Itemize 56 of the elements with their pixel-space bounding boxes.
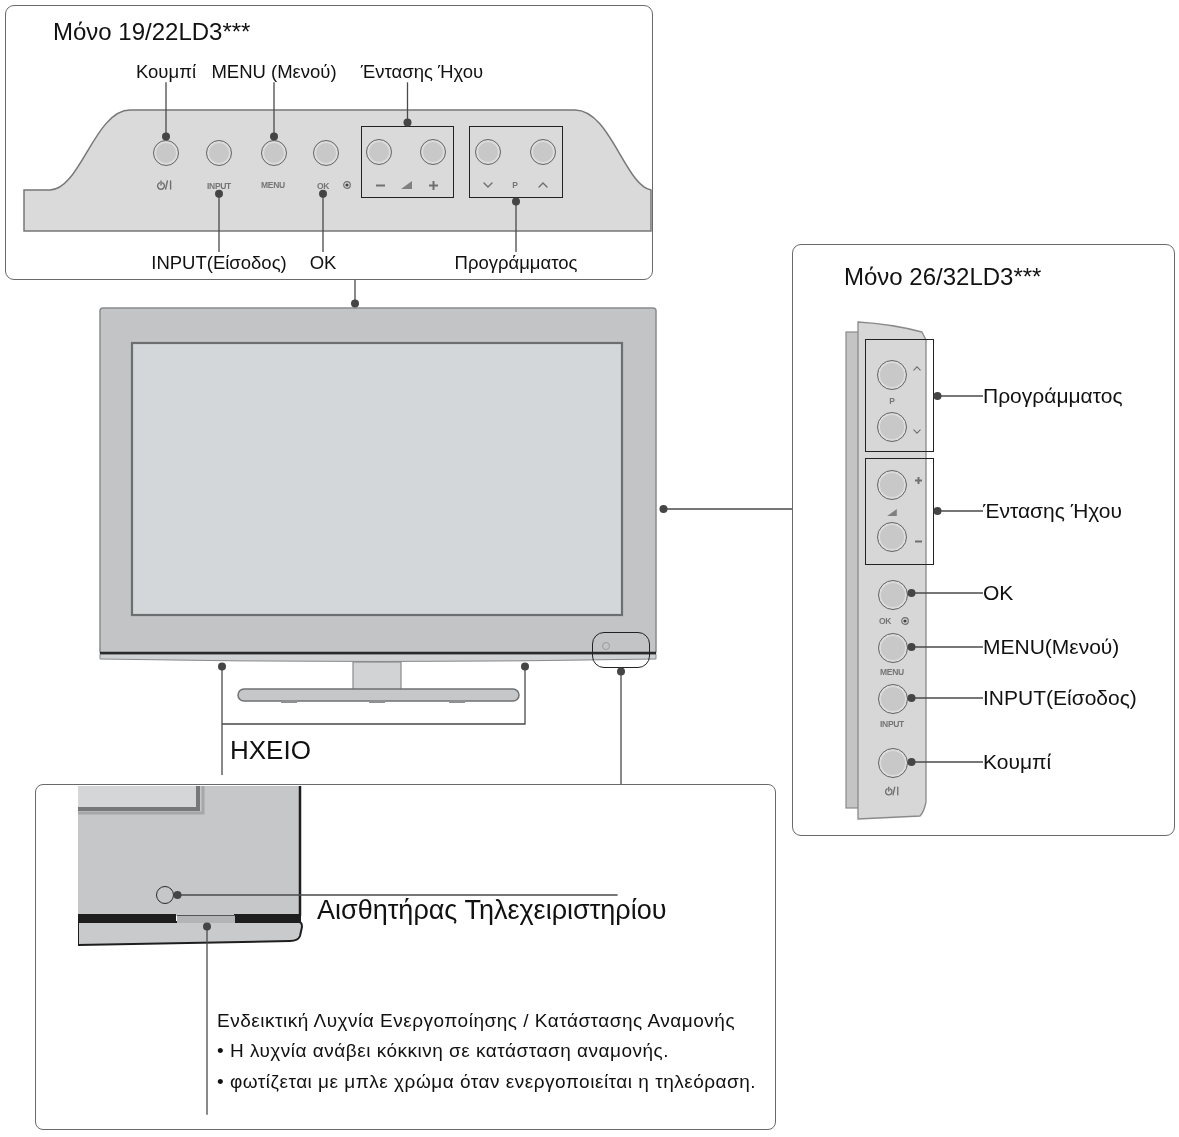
callout-label: OK: [983, 580, 1014, 606]
callout-label: Προγράμματος: [983, 383, 1123, 409]
sensor-area-outline: [592, 632, 650, 668]
leader-line: [907, 758, 984, 766]
leader-line: [162, 81, 170, 141]
callout-label: Προγράμματος: [454, 252, 578, 274]
panel-heading: Μόνο 26/32LD3***: [844, 263, 1042, 291]
callout-label: MENU (Μενού): [211, 61, 337, 83]
leader-line: [617, 667, 625, 785]
tv-drawing: [98, 307, 660, 663]
callout-label: ΗΧΕΙΟ: [230, 736, 311, 766]
button-caption: MENU: [261, 180, 285, 190]
leader-line: [215, 189, 223, 253]
callout-label: Έντασης Ήχου: [360, 61, 484, 83]
leader-line: [933, 392, 984, 400]
leader-line: [218, 662, 226, 776]
callout-panel: [5, 5, 653, 280]
button-caption: INPUT: [207, 181, 231, 191]
button-caption: INPUT: [880, 719, 904, 729]
leader-line: [173, 891, 619, 899]
callout-label: INPUT(Είσοδος): [983, 685, 1137, 711]
callout-label: Αισθητήρας Τηλεχειριστηρίου: [317, 895, 667, 927]
leader-line: [203, 922, 211, 1116]
note-heading: Ενδεικτική Λυχνία Ενεργοποίησης / Κατάστασης Αναμονής: [217, 1010, 736, 1033]
leader-line: [351, 279, 359, 308]
leader-line: [270, 81, 278, 141]
callout-panel: [792, 244, 1175, 836]
leader-line: [933, 507, 984, 515]
button-group-outline: [361, 126, 454, 198]
button-caption: MENU: [880, 667, 904, 677]
callout-label: Κουμπί: [983, 749, 1052, 775]
button-group-outline: [865, 458, 934, 565]
button-caption: OK: [878, 616, 892, 626]
leader-line: [221, 662, 529, 725]
callout-label: MENU(Μενού): [983, 634, 1120, 660]
leader-line: [907, 643, 984, 651]
indicator-light: [177, 915, 235, 923]
callout-label: Έντασης Ήχου: [983, 498, 1122, 524]
button-caption: OK: [316, 181, 330, 191]
leader-line: [907, 694, 984, 702]
bullet-text: • φωτίζεται με μπλε χρώμα όταν ενεργοποιείται η τηλεόραση.: [217, 1070, 757, 1094]
button-group-outline: [865, 339, 934, 452]
leader-line: [403, 81, 412, 127]
callout-label: INPUT(Είσοδος): [151, 252, 287, 274]
leader-line: [659, 505, 793, 513]
leader-line: [512, 197, 520, 253]
callout-label: Κουμπί: [135, 61, 197, 83]
button-caption: P: [512, 180, 518, 190]
button-group-outline: [469, 126, 563, 198]
bullet-text: • Η λυχνία ανάβει κόκκινη σε κατάσταση αναμονής.: [217, 1040, 670, 1064]
button-caption: P: [889, 396, 895, 406]
panel-heading: Μόνο 19/22LD3***: [53, 18, 251, 46]
callout-panel: [35, 784, 776, 1130]
leader-line: [907, 589, 984, 597]
callout-label: OK: [309, 252, 337, 274]
leader-line: [319, 189, 327, 253]
